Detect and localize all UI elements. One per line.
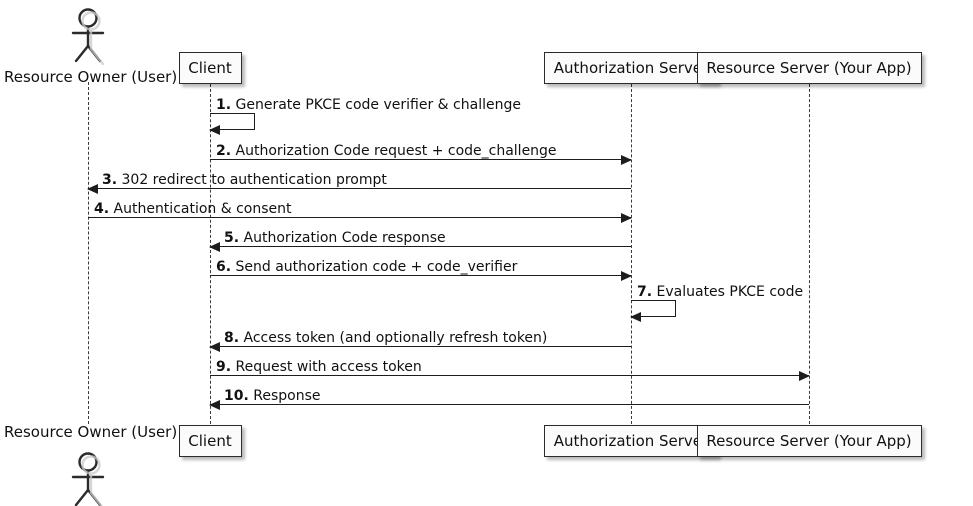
- message-line-6[interactable]: [210, 275, 631, 276]
- actor-figure-actor-foot[interactable]: [66, 452, 110, 506]
- participant-box-client-head[interactable]: Client: [178, 52, 242, 84]
- message-line-4[interactable]: [88, 217, 631, 218]
- participant-label: Client: [188, 58, 232, 77]
- message-number: 10.: [224, 388, 249, 404]
- participant-label: Resource Server (Your App): [706, 58, 912, 77]
- message-number: 6.: [216, 259, 232, 275]
- message-label-3: 3. 302 redirect to authentication prompt: [102, 173, 387, 187]
- message-label-5: 5. Authorization Code response: [224, 231, 446, 245]
- participant-label: Authorization Server: [553, 58, 709, 77]
- message-text: Send authorization code + code_verifier: [231, 259, 518, 275]
- message-text: Generate PKCE code verifier & challenge: [231, 97, 521, 113]
- message-text: Access token (and optionally refresh tok…: [239, 330, 548, 346]
- message-number: 9.: [216, 359, 232, 375]
- actor-label-head: Resource Owner (User): [4, 68, 178, 86]
- lifeline-actor: [88, 82, 89, 424]
- message-arrowhead-6: [621, 271, 632, 281]
- message-label-10: 10. Response: [224, 389, 321, 403]
- message-label-1: 1. Generate PKCE code verifier & challen…: [216, 98, 521, 112]
- lifeline-client: [210, 84, 211, 424]
- message-number: 4.: [94, 201, 110, 217]
- lifeline-resrv: [809, 84, 810, 424]
- message-arrowhead-5: [209, 242, 220, 252]
- message-number: 3.: [102, 172, 118, 188]
- message-arrowhead-9: [799, 371, 810, 381]
- lifeline-authz: [631, 84, 632, 424]
- participant-box-resrv-head[interactable]: Resource Server (Your App): [696, 52, 922, 84]
- actor-label-foot: Resource Owner (User): [4, 423, 178, 441]
- message-line-9[interactable]: [210, 375, 809, 376]
- message-line-2[interactable]: [210, 159, 631, 160]
- participant-box-client-foot[interactable]: Client: [178, 425, 242, 457]
- actor-figure-actor-head[interactable]: [66, 8, 110, 66]
- participant-box-authz-head[interactable]: Authorization Server: [544, 52, 718, 84]
- message-line-3[interactable]: [88, 188, 631, 189]
- message-arrowhead-1: [209, 125, 220, 135]
- message-label-9: 9. Request with access token: [216, 360, 422, 374]
- message-arrowhead-4: [621, 213, 632, 223]
- participant-box-authz-foot[interactable]: Authorization Server: [544, 425, 718, 457]
- message-arrowhead-10: [209, 400, 220, 410]
- message-label-8: 8. Access token (and optionally refresh …: [224, 331, 547, 345]
- message-line-10[interactable]: [210, 404, 809, 405]
- message-label-2: 2. Authorization Code request + code_cha…: [216, 144, 557, 158]
- participant-box-resrv-foot[interactable]: Resource Server (Your App): [696, 425, 922, 457]
- message-arrowhead-3: [87, 184, 98, 194]
- message-arrowhead-7: [630, 312, 641, 322]
- self-message-1[interactable]: [210, 113, 255, 130]
- message-label-7: 7. Evaluates PKCE code: [637, 285, 803, 299]
- message-number: 7.: [637, 284, 653, 300]
- message-number: 8.: [224, 330, 240, 346]
- message-text: Response: [248, 388, 321, 404]
- message-arrowhead-8: [209, 342, 220, 352]
- message-number: 5.: [224, 230, 240, 246]
- message-text: 302 redirect to authentication prompt: [117, 172, 387, 188]
- self-message-7[interactable]: [631, 300, 676, 317]
- message-text: Evaluates PKCE code: [652, 284, 804, 300]
- message-number: 2.: [216, 143, 232, 159]
- participant-label: Client: [188, 431, 232, 450]
- message-line-8[interactable]: [210, 346, 631, 347]
- message-number: 1.: [216, 97, 232, 113]
- message-text: Authorization Code request + code_challe…: [231, 143, 557, 159]
- message-text: Authorization Code response: [239, 230, 446, 246]
- participant-label: Authorization Server: [553, 431, 709, 450]
- message-arrowhead-2: [621, 155, 632, 165]
- message-label-6: 6. Send authorization code + code_verifi…: [216, 260, 517, 274]
- message-line-5[interactable]: [210, 246, 631, 247]
- message-text: Authentication & consent: [109, 201, 292, 217]
- participant-label: Resource Server (Your App): [706, 431, 912, 450]
- message-label-4: 4. Authentication & consent: [94, 202, 292, 216]
- message-text: Request with access token: [231, 359, 422, 375]
